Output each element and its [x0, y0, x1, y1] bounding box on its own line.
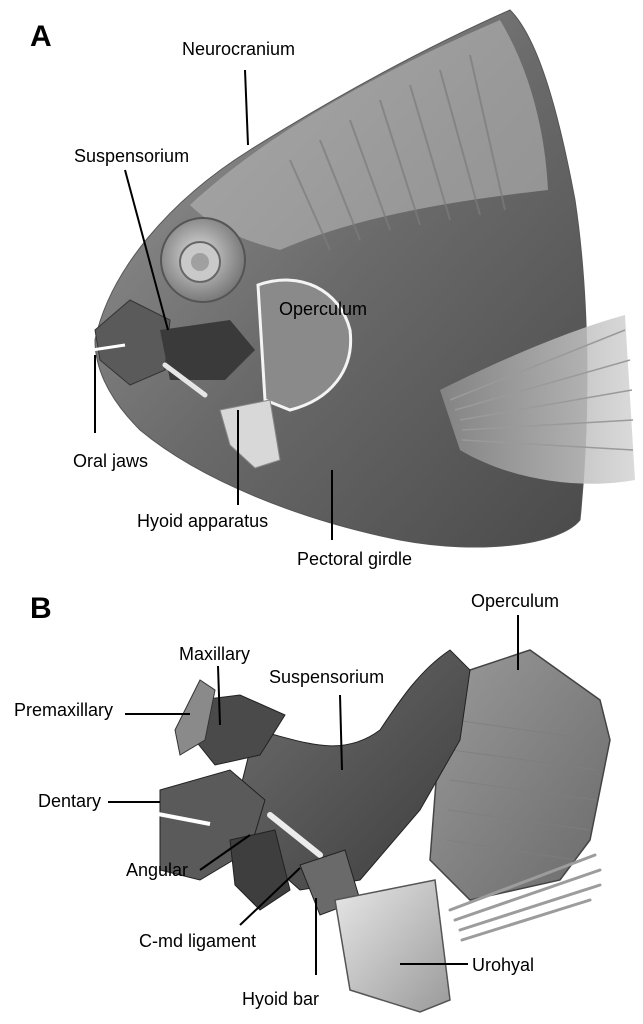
label-hyoid-bar: Hyoid bar: [242, 990, 319, 1008]
label-urohyal: Urohyal: [472, 956, 534, 974]
label-neurocranium: Neurocranium: [182, 40, 295, 58]
label-premaxillary: Premaxillary: [14, 701, 113, 719]
label-b-operculum: Operculum: [471, 592, 559, 610]
label-operculum: Operculum: [279, 300, 367, 318]
label-dentary: Dentary: [38, 792, 101, 810]
label-oral-jaws: Oral jaws: [73, 452, 148, 470]
panel-b-letter: B: [30, 594, 52, 624]
fish-head-ct-scan: [0, 0, 643, 580]
urohyal-bone: [335, 880, 450, 1012]
label-hyoid-apparatus: Hyoid apparatus: [137, 512, 268, 530]
panel-b: B Operculum Maxillary Suspensorium Prema…: [0, 580, 643, 1024]
label-pectoral-girdle: Pectoral girdle: [297, 550, 412, 568]
label-angular: Angular: [126, 861, 188, 879]
label-maxillary: Maxillary: [179, 645, 250, 663]
label-b-suspensorium: Suspensorium: [269, 668, 384, 686]
label-c-md-ligament: C-md ligament: [139, 932, 256, 950]
label-suspensorium: Suspensorium: [74, 147, 189, 165]
panel-a: A Neurocranium Suspensorium Operculum Or…: [0, 0, 643, 580]
panel-a-letter: A: [30, 22, 52, 52]
